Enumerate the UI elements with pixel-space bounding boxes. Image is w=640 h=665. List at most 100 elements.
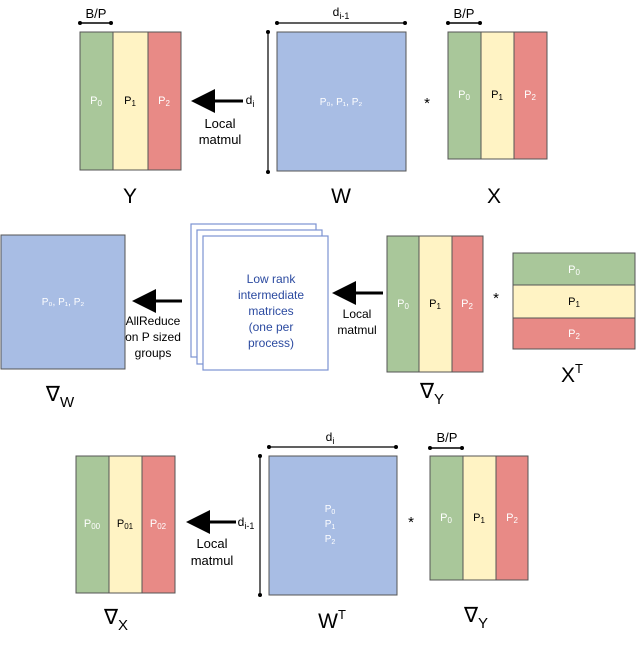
grad-y-block-p0 — [429, 455, 464, 581]
grad-w-block-label: P₀, P₁, P₂ — [42, 297, 85, 308]
grad-y-block-label-0: P0 — [440, 512, 452, 525]
dim-endpoint — [267, 445, 271, 449]
row2-allreduce-arrow: AllReduce on P sized groups — [125, 289, 182, 360]
grad-w-block — [0, 234, 126, 370]
grad-x-block-label-2: P02 — [150, 518, 167, 531]
grad-w-caption: ∇W — [45, 383, 75, 411]
dim-endpoint — [266, 170, 270, 174]
wt-width-dim-label: di — [326, 430, 335, 446]
row3-arrow: Local matmul — [186, 510, 236, 568]
dim-endpoint — [460, 446, 464, 450]
dim-endpoint — [258, 593, 262, 597]
grad-y-block-label-2: P2 — [506, 512, 518, 525]
y-block-label-0: P0 — [90, 95, 102, 108]
lowrank-matrix-front — [202, 235, 329, 371]
grad-y-block-p1 — [462, 455, 497, 581]
xt-caption: XT — [561, 361, 583, 387]
lowrank-line3: matrices — [248, 304, 293, 318]
row2-grad-y-matrix: P0 P1 P2 ∇Y — [386, 235, 484, 408]
grad-y-caption: ∇Y — [419, 380, 444, 408]
lowrank-line5: process) — [248, 336, 294, 350]
x-bp-label: B/P — [454, 6, 475, 21]
allreduce-line3: groups — [135, 346, 172, 360]
xt-block-p0 — [512, 252, 636, 286]
row3-multiply-symbol: * — [408, 514, 414, 531]
grad-y-block-p1 — [418, 235, 453, 373]
wt-caption: WT — [318, 607, 346, 633]
row1-x-matrix: B/P P0 P1 P2 X — [446, 6, 548, 208]
w-caption: W — [331, 185, 351, 208]
grad-x-block-p02 — [141, 455, 176, 594]
wt-block-label-2: P2 — [325, 534, 336, 546]
row2-grad-w-matrix: P₀, P₁, P₂ ∇W — [0, 234, 126, 411]
row1-y-matrix: B/P P0 P1 P2 Y — [78, 6, 182, 208]
grad-y-bp-label: B/P — [437, 430, 458, 445]
arrow-label-line2: matmul — [199, 132, 242, 147]
y-block-label-1: P1 — [124, 95, 136, 108]
wt-block-label-0: P0 — [325, 504, 336, 516]
lowrank-line4: (one per — [249, 320, 294, 334]
row2-lowrank-stack: Low rank intermediate matrices (one per … — [190, 223, 329, 371]
xt-block-label-2: P2 — [568, 328, 580, 341]
y-bp-label: B/P — [86, 6, 107, 21]
arrow-label-line1: Local — [196, 536, 227, 551]
y-block-label-2: P2 — [158, 95, 170, 108]
grad-y-block-p2 — [451, 235, 484, 373]
grad-x-caption: ∇X — [103, 606, 128, 634]
w-width-dim-label: di-1 — [333, 5, 350, 21]
row2-xt-matrix: P0 P1 P2 XT — [512, 252, 636, 387]
allreduce-line1: AllReduce — [126, 314, 181, 328]
grad-x-block-label-1: P01 — [117, 518, 134, 531]
grad-x-block-p00 — [75, 455, 110, 594]
dim-endpoint — [428, 446, 432, 450]
x-block-p1 — [480, 31, 515, 160]
dim-endpoint — [266, 30, 270, 34]
arrow-label-line1: Local — [343, 307, 372, 321]
grad-y-caption: ∇Y — [463, 604, 488, 632]
w-block — [276, 31, 407, 172]
xt-block-label-1: P1 — [568, 296, 580, 309]
xt-block-p1 — [512, 284, 636, 319]
wt-height-dim-label: di-1 — [238, 515, 255, 531]
y-caption: Y — [123, 185, 137, 208]
xt-block-label-0: P0 — [568, 264, 580, 277]
w-height-dim-label: di — [246, 93, 255, 109]
dim-endpoint — [446, 21, 450, 25]
allreduce-line2: on P sized — [125, 330, 181, 344]
dim-endpoint — [394, 445, 398, 449]
row1-arrow: Local matmul — [191, 89, 243, 147]
arrow-label-line2: matmul — [191, 553, 234, 568]
grad-x-block-p01 — [108, 455, 143, 594]
grad-y-block-label-1: P1 — [429, 298, 441, 311]
row3-wt-matrix: di di-1 P0 P1 P2 WT — [238, 430, 398, 633]
x-block-label-2: P2 — [524, 89, 536, 102]
row3-grad-x-matrix: P00 P01 P02 ∇X — [75, 455, 176, 634]
dim-endpoint — [478, 21, 482, 25]
dim-endpoint — [258, 454, 262, 458]
xt-block-p2 — [512, 317, 636, 350]
row2-local-matmul-arrow: Local matmul — [332, 281, 383, 337]
grad-y-block-p0 — [386, 235, 420, 373]
dim-endpoint — [275, 21, 279, 25]
x-block-label-0: P0 — [458, 89, 470, 102]
row3-grad-y-matrix: B/P P0 P1 P2 ∇Y — [428, 430, 529, 632]
wt-block-label-1: P1 — [325, 519, 336, 531]
grad-y-block-label-0: P0 — [397, 298, 409, 311]
row2-multiply-symbol: * — [493, 290, 499, 307]
dim-endpoint — [403, 21, 407, 25]
dim-endpoint — [78, 21, 82, 25]
wt-block — [268, 455, 398, 596]
dim-endpoint — [109, 21, 113, 25]
row1-w-matrix: di-1 di P₀, P₁, P₂ W — [246, 5, 407, 208]
grad-x-block-label-0: P00 — [84, 518, 101, 531]
lowrank-line1: Low rank — [247, 272, 297, 286]
lowrank-line2: intermediate — [238, 288, 304, 302]
x-caption: X — [487, 185, 501, 208]
y-block-p1 — [112, 31, 149, 171]
arrow-label-line2: matmul — [337, 323, 376, 337]
x-block-p2 — [513, 31, 548, 160]
row1-multiply-symbol: * — [424, 95, 430, 112]
grad-y-block-label-2: P2 — [461, 298, 473, 311]
x-block-p0 — [447, 31, 482, 160]
